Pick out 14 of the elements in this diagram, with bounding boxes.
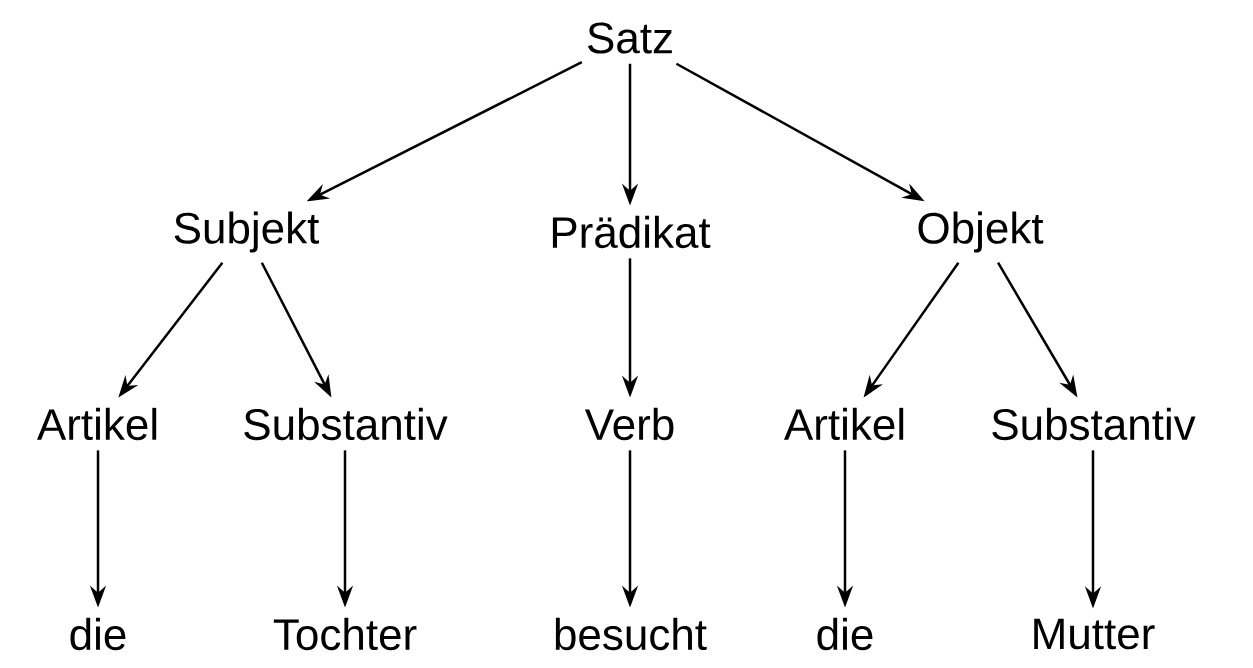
tree-label: Mutter (1034, 618, 1155, 650)
tree-label: Verb (584, 407, 674, 441)
tree-label: Satz (588, 22, 672, 54)
tree-label: Subjekt (174, 211, 320, 253)
tree-label: Tochter (273, 617, 417, 651)
tree-label: Substantiv (244, 407, 448, 441)
tree-label: Prädikat (552, 215, 711, 249)
tree-label: die (70, 617, 126, 651)
tree-label: Substantiv (992, 407, 1196, 441)
tree-label: Artikel (37, 407, 157, 441)
tree-label: die (817, 617, 873, 651)
tree-label: Artikel (783, 407, 904, 441)
tree-label: besucht (555, 617, 707, 651)
tree-label: Objekt (918, 211, 1044, 253)
